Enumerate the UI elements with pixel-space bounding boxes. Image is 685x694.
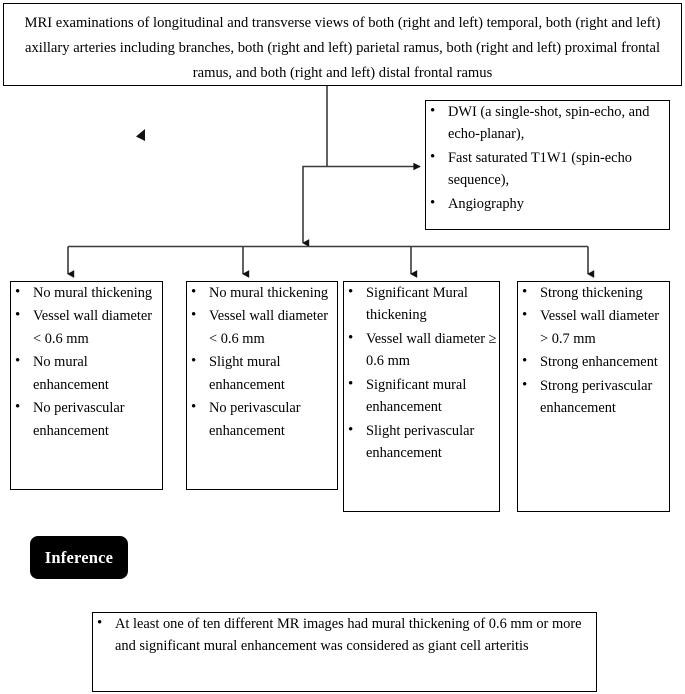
list-item: No mural thickening xyxy=(11,281,162,305)
list-item: Slight mural enhancement xyxy=(187,350,337,396)
outcome-list-2: No mural thickening Vessel wall diameter… xyxy=(187,281,337,442)
list-item: Strong enhancement xyxy=(518,350,669,374)
outcome-box-4: Strong thickening Vessel wall diameter >… xyxy=(517,281,670,512)
list-item: Strong thickening xyxy=(518,281,669,305)
list-item: No mural thickening xyxy=(187,281,337,305)
sequences-list: DWI (a single-shot, spin-echo, and echo-… xyxy=(426,100,669,216)
list-item: DWI (a single-shot, spin-echo, and echo-… xyxy=(426,100,669,146)
stray-triangle-marker xyxy=(136,129,145,141)
list-item: Significant Mural thickening xyxy=(344,281,499,327)
list-item: Vessel wall diameter < 0.6 mm xyxy=(11,304,162,350)
conclusion-list: At least one of ten different MR images … xyxy=(93,612,596,658)
sequences-box: DWI (a single-shot, spin-echo, and echo-… xyxy=(425,100,670,230)
connector-to-distribution-bar xyxy=(302,165,327,247)
list-item: No perivascular enhancement xyxy=(11,396,162,442)
title-box: MRI examinations of longitudinal and tra… xyxy=(3,3,682,86)
list-item: Vessel wall diameter ≥ 0.6 mm xyxy=(344,327,499,373)
outcome-list-3: Significant Mural thickening Vessel wall… xyxy=(344,281,499,465)
outcome-box-3: Significant Mural thickening Vessel wall… xyxy=(343,281,500,512)
outcome-list-4: Strong thickening Vessel wall diameter >… xyxy=(518,281,669,420)
outcome-box-2: No mural thickening Vessel wall diameter… xyxy=(186,281,338,490)
list-item: No mural enhancement xyxy=(11,350,162,396)
outcome-list-1: No mural thickening Vessel wall diameter… xyxy=(11,281,162,442)
conclusion-box: At least one of ten different MR images … xyxy=(92,612,597,692)
list-item: Angiography xyxy=(426,192,669,216)
outcome-box-1: No mural thickening Vessel wall diameter… xyxy=(10,281,163,490)
list-item: Slight perivascular enhancement xyxy=(344,419,499,465)
list-item: Vessel wall diameter < 0.6 mm xyxy=(187,304,337,350)
list-item: At least one of ten different MR images … xyxy=(93,612,596,658)
list-item: Strong perivascular enhancement xyxy=(518,374,669,420)
inference-label: Inference xyxy=(30,536,128,579)
list-item: Fast saturated T1W1 (spin-echo sequence)… xyxy=(426,146,669,192)
title-box-text: MRI examinations of longitudinal and tra… xyxy=(24,15,661,82)
list-item: Significant mural enhancement xyxy=(344,373,499,419)
list-item: Vessel wall diameter > 0.7 mm xyxy=(518,304,669,350)
list-item: No perivascular enhancement xyxy=(187,396,337,442)
